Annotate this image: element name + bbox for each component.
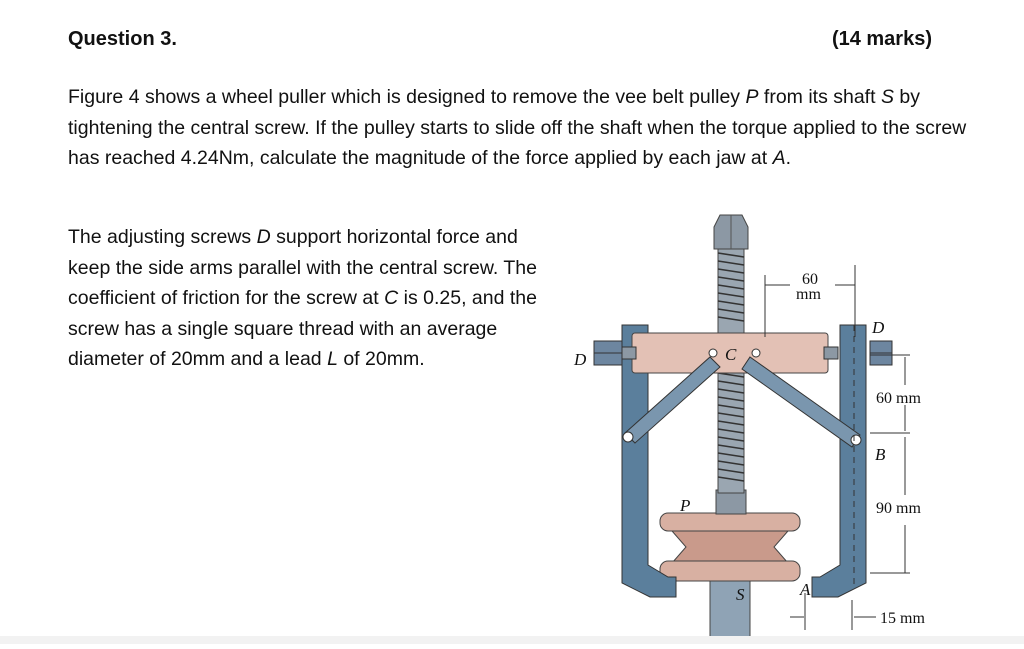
wheel-puller-diagram: D D C B P S A 60 mm 60 mm 90 mm 15 mm xyxy=(573,214,925,645)
left-arm xyxy=(621,324,677,598)
dim-60mm: 60 mm xyxy=(876,390,921,407)
label-s: S xyxy=(736,585,745,604)
screw-tip xyxy=(715,489,747,515)
intro-var-s: S xyxy=(880,86,894,108)
label-d-left: D xyxy=(573,350,587,369)
intro-text-4: . xyxy=(785,147,792,169)
side-var-l: L xyxy=(327,348,338,370)
screw-threads xyxy=(717,252,745,482)
side-text-1: The adjusting screws xyxy=(68,226,257,248)
side-text-4: of 20mm. xyxy=(337,348,425,370)
question-title: Question 3. xyxy=(68,28,177,50)
label-d-right: D xyxy=(871,318,885,337)
dim-60-top-number: 60 xyxy=(802,271,818,288)
dimension-lines xyxy=(764,265,910,630)
intro-text-2: from its shaft xyxy=(758,86,881,108)
intro-text-3: by tightening the central screw. If the … xyxy=(68,86,967,169)
dim-15mm: 15 mm xyxy=(880,610,925,627)
side-text-3: is 0.25, and the screw has a single squa… xyxy=(68,287,537,370)
dim-60-top-unit: mm xyxy=(796,286,821,303)
label-p: P xyxy=(679,496,690,515)
dim-90mm: 90 mm xyxy=(876,500,921,517)
intro-var-p: P xyxy=(745,86,759,108)
intro-text-1: Figure 4 shows a wheel puller which is d… xyxy=(68,86,746,108)
right-link xyxy=(741,356,861,448)
adjusting-screw-right xyxy=(823,340,893,366)
label-a: A xyxy=(799,580,811,599)
problem-intro: Figure 4 shows a wheel puller which is d… xyxy=(68,82,968,174)
wheel-puller-figure: D D C B P S A 60 mm 60 mm 90 mm 15 mm xyxy=(560,205,960,645)
side-text-2: support horizontal force and keep the si… xyxy=(68,226,537,309)
label-c: C xyxy=(725,345,737,364)
side-var-c: C xyxy=(384,287,399,309)
side-var-d: D xyxy=(256,226,271,248)
adjusting-screw-left xyxy=(593,340,637,366)
question-marks: (14 marks) xyxy=(831,28,932,50)
pulley-p xyxy=(659,512,801,582)
label-b: B xyxy=(875,445,886,464)
problem-details: The adjusting screws D support horizonta… xyxy=(68,222,548,375)
intro-var-a: A xyxy=(772,147,786,169)
bottom-edge xyxy=(0,636,1024,644)
right-arm xyxy=(811,324,867,598)
